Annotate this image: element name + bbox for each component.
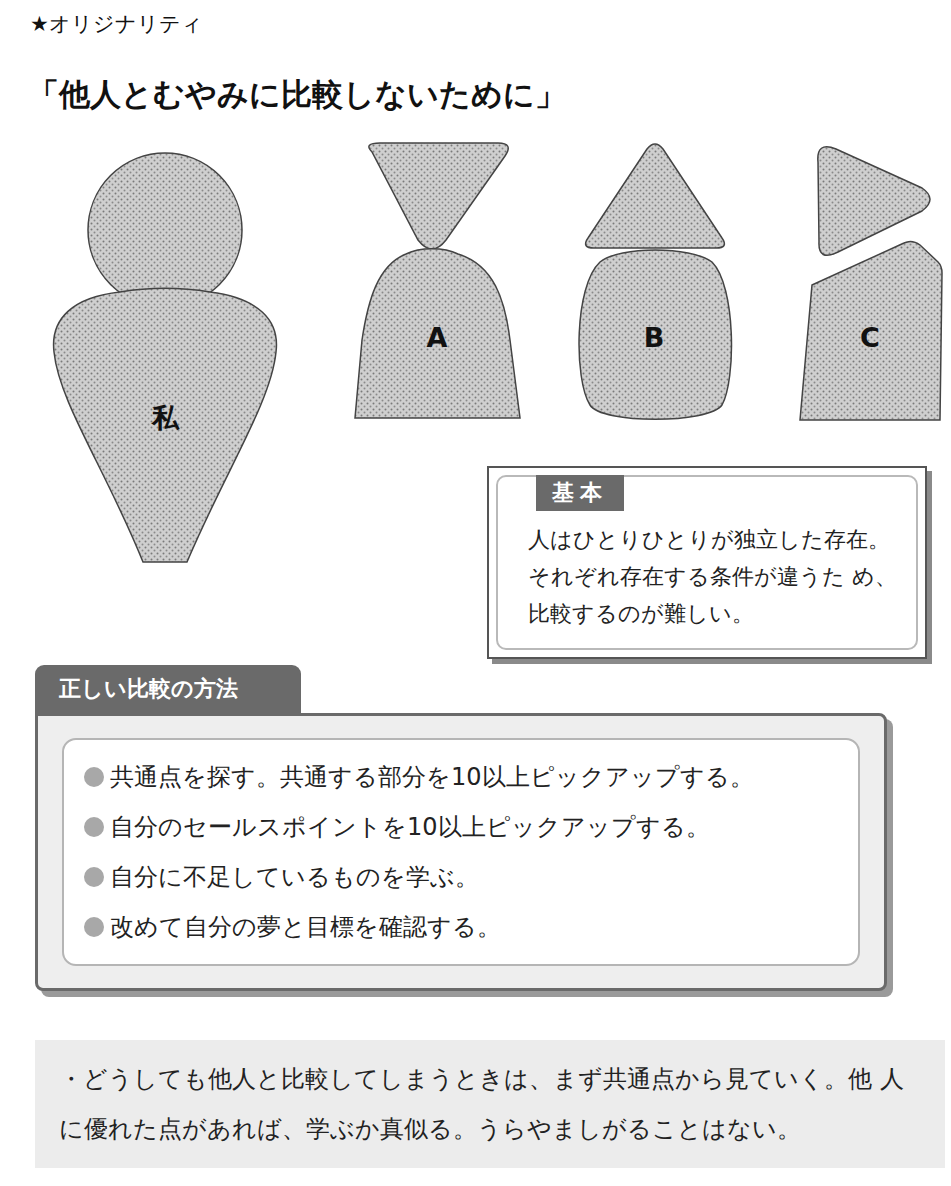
figure-label: A	[427, 322, 448, 353]
note-band: ・どうしても他人と比較してしまうときは、まず共通点から見ていく。他 人に優れた点…	[35, 1040, 945, 1168]
bullet-dot	[84, 767, 104, 787]
method-panel: 正しい比較の方法共通点を探す。共通する部分を10以上ピックアップする。自分のセー…	[35, 665, 887, 991]
body-outline	[800, 241, 942, 420]
head-triangle	[586, 144, 725, 248]
head-inverted-triangle	[369, 143, 508, 249]
person-figure: C	[795, 236, 947, 426]
figure-label: 私	[152, 400, 179, 436]
body-outline	[54, 288, 277, 562]
panel-frame: 共通点を探す。共通する部分を10以上ピックアップする。自分のセールスポイントを1…	[35, 713, 887, 991]
inner-frame: 基本人はひとりひとりが独立した存在。 それぞれ存在する条件が違うた め、比較する…	[496, 475, 918, 650]
panel-heading: 正しい比較の方法	[35, 665, 301, 713]
list-item: 自分のセールスポイントを10以上ピックアップする。	[110, 802, 710, 852]
body-outline	[579, 250, 731, 419]
box-body: 人はひとりひとりが独立した存在。 それぞれ存在する条件が違うた め、比較するのが…	[528, 521, 898, 632]
person-figure: A	[350, 244, 526, 424]
person-figure: B	[572, 244, 738, 428]
bullet-dot	[84, 867, 104, 887]
figure-label: C	[860, 322, 880, 353]
body-outline	[355, 249, 520, 418]
inner-frame: 共通点を探す。共通する部分を10以上ピックアップする。自分のセールスポイントを1…	[62, 738, 860, 966]
title: 「他人とむやみに比較しないために」	[28, 74, 566, 116]
section-label: ★オリジナリティ	[30, 10, 203, 38]
list-row: 自分のセールスポイントを10以上ピックアップする。	[84, 802, 838, 852]
list-row: 改めて自分の夢と目標を確認する。	[84, 902, 838, 952]
note-text: ・どうしても他人と比較してしまうときは、まず共通点から見ていく。他 人に優れた点…	[59, 1054, 921, 1154]
figure-label: B	[644, 322, 665, 353]
list-row: 自分に不足しているものを学ぶ。	[84, 852, 838, 902]
box-heading: 基本	[536, 475, 624, 511]
list-item: 改めて自分の夢と目標を確認する。	[110, 902, 501, 952]
basic-box: 基本人はひとりひとりが独立した存在。 それぞれ存在する条件が違うた め、比較する…	[487, 466, 927, 659]
list-item: 共通点を探す。共通する部分を10以上ピックアップする。	[110, 752, 754, 802]
head-circle	[88, 153, 242, 307]
list-row: 共通点を探す。共通する部分を10以上ピックアップする。	[84, 752, 838, 802]
head-tilted-triangle	[818, 147, 930, 256]
bullet-dot	[84, 917, 104, 937]
person-figure: 私	[48, 284, 282, 568]
bullet-dot	[84, 817, 104, 837]
list-item: 自分に不足しているものを学ぶ。	[110, 852, 479, 902]
